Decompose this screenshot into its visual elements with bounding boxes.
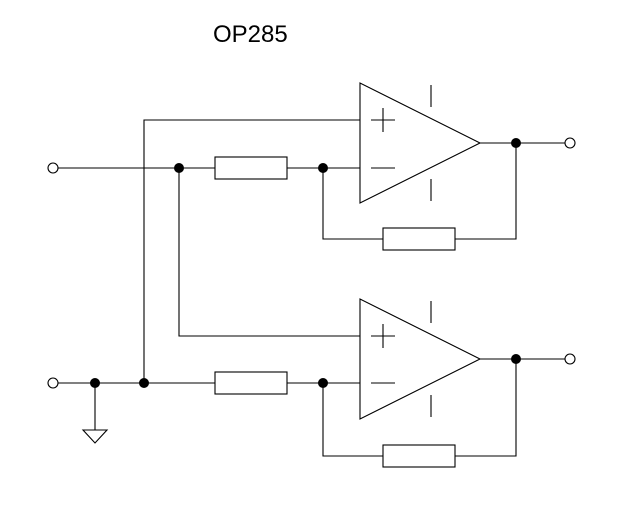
- wire-cross-bottom-plus: [178, 168, 360, 337]
- wire-feedback-top-left: [322, 168, 383, 240]
- ground-icon: [81, 429, 109, 444]
- junction-dot: [318, 163, 328, 173]
- opamp-bottom-triangle: [359, 298, 482, 420]
- resistor-feedback-bottom: [382, 444, 456, 468]
- output-terminal-bottom: [564, 353, 576, 365]
- junction-dot: [174, 163, 184, 173]
- opamp-top: [359, 82, 482, 204]
- resistor-input-bottom: [214, 371, 288, 395]
- wire-ref-top: [143, 119, 360, 383]
- diagram-title: OP285: [213, 21, 288, 48]
- junction-dot: [318, 378, 328, 388]
- junction-dot: [511, 354, 521, 364]
- wire-feedback-bottom-right: [455, 359, 517, 457]
- junction-dot: [511, 138, 521, 148]
- opamp-top-triangle: [359, 82, 482, 204]
- resistor-input-top: [214, 156, 288, 180]
- junction-dot: [139, 378, 149, 388]
- junction-dot: [90, 378, 100, 388]
- wire-feedback-bottom-left: [322, 383, 383, 457]
- input-terminal-bottom: [47, 377, 59, 389]
- wire-feedback-top-right: [455, 143, 517, 240]
- output-terminal-top: [564, 137, 576, 149]
- resistor-feedback-top: [382, 227, 456, 251]
- opamp-bottom: [359, 298, 482, 420]
- input-terminal-top: [47, 162, 59, 174]
